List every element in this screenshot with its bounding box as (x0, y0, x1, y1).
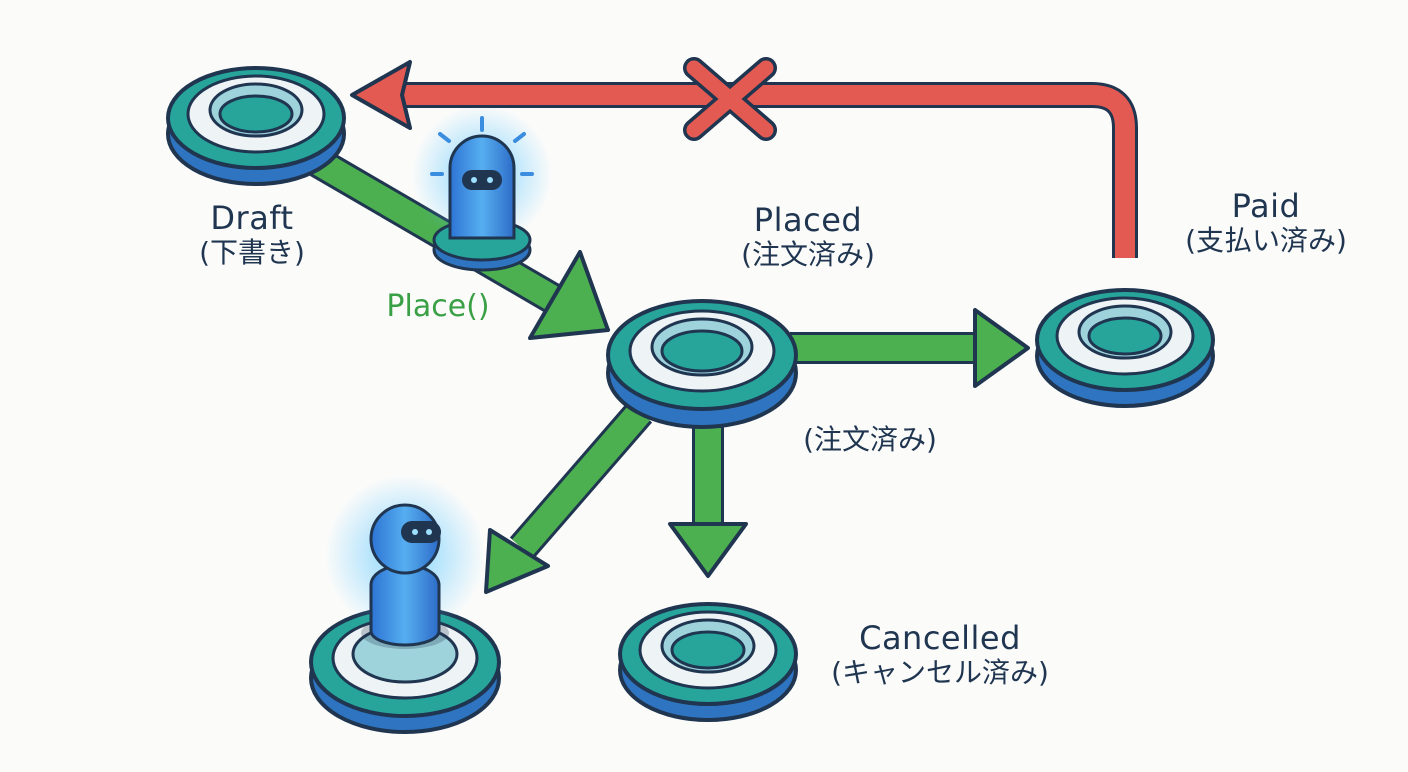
robot-icon (412, 105, 552, 272)
draft-node[interactable] (166, 66, 346, 186)
cancelled-name: Cancelled (859, 619, 1021, 657)
draft-name: Draft (210, 199, 294, 237)
placed-node[interactable] (606, 299, 798, 429)
paid-label: Paid (支払い済み) (1185, 188, 1347, 257)
placed-jp-name: (注文済み) (741, 237, 875, 271)
draft-jp-name: (下書き) (199, 235, 305, 269)
transition-placed-to-cancelled (668, 420, 748, 578)
cancelled-jp-name: (キャンセル済み) (831, 655, 1049, 689)
cross-icon (683, 57, 777, 141)
transition-draft-to-placed (309, 148, 610, 340)
blocked-transition-paid-to-draft (350, 60, 1138, 258)
transition-placed-to-token-state (484, 401, 653, 594)
paid-name: Paid (1231, 187, 1301, 225)
placed-to-paid-jp: (注文済み) (803, 423, 937, 456)
draft-label: Draft (下書き) (199, 200, 305, 269)
robot-icon (325, 475, 485, 649)
paid-jp-name: (支払い済み) (1185, 223, 1347, 257)
place-transition-label: Place() (386, 289, 490, 324)
cancelled-node[interactable] (618, 602, 798, 722)
placed-name: Placed (753, 201, 863, 239)
placed-label: Placed (注文済み) (741, 202, 875, 271)
paid-node[interactable] (1035, 288, 1215, 408)
placed-to-paid-label: (注文済み) (803, 423, 937, 456)
transition-placed-to-paid (790, 308, 1030, 388)
cancelled-label: Cancelled (キャンセル済み) (831, 620, 1049, 689)
